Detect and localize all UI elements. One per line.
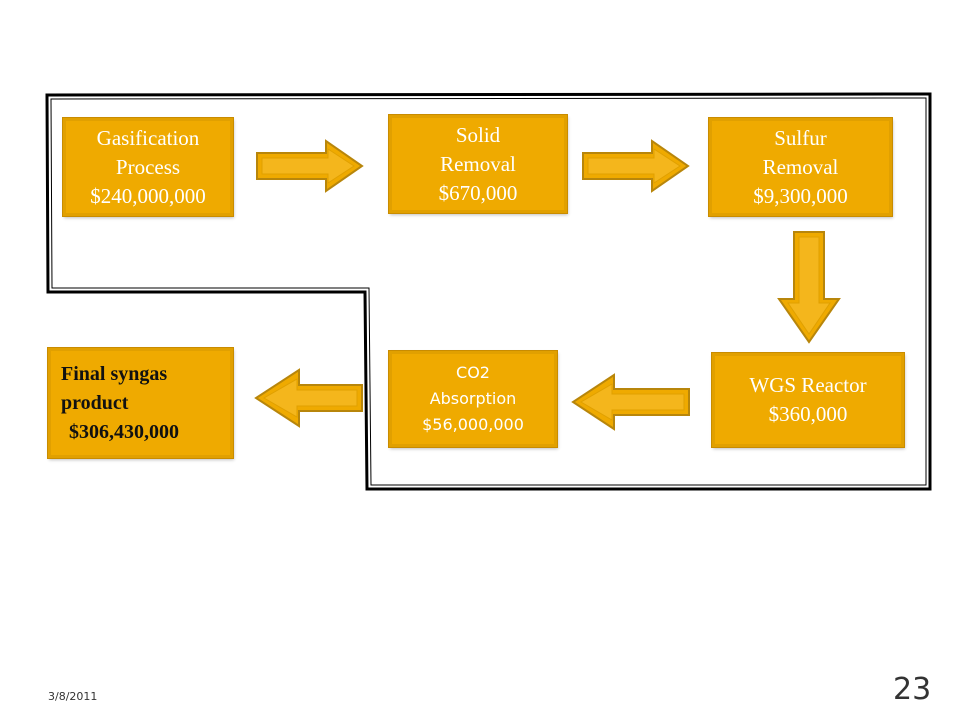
gasification-process-box: Gasification Process $240,000,000 [63,118,233,216]
sulfur-removal-box: Sulfur Removal $9,300,000 [709,118,892,216]
wgs-reactor-box: WGS Reactor $360,000 [712,353,904,447]
final-syngas-product-box: Final syngas product $306,430,000 [48,348,233,458]
sulfur-removal-cost: $9,300,000 [753,183,848,208]
arrow-gasification-to-solid-removal [256,139,364,193]
final-product-label-2: product [61,391,129,414]
co2-absorption-label-1: CO2 [456,363,490,382]
wgs-reactor-label: WGS Reactor [749,373,867,397]
solid-removal-label-1: Solid [455,122,501,147]
solid-removal-label-2: Removal [440,151,516,176]
arrow-co2-absorption-to-final-product [254,368,363,428]
slide-page-number: 23 [893,672,932,707]
co2-absorption-cost: $56,000,000 [422,415,524,434]
arrow-solid-removal-to-sulfur-removal [582,139,690,193]
sulfur-removal-label-2: Removal [762,154,839,179]
slide-date: 3/8/2011 [48,690,98,703]
sulfur-removal-label-1: Sulfur [774,125,827,150]
solid-removal-cost: $670,000 [438,180,518,205]
wgs-reactor-cost: $360,000 [768,402,848,426]
gasification-cost: $240,000,000 [90,183,206,208]
gasification-label-1: Gasification [96,125,200,150]
solid-removal-box: Solid Removal $670,000 [389,115,567,213]
co2-absorption-label-2: Absorption [429,389,517,408]
final-product-label-1: Final syngas [61,362,168,385]
arrow-sulfur-removal-to-wgs-reactor [777,231,841,344]
final-product-total: $306,430,000 [69,420,179,443]
gasification-label-2: Process [115,154,181,179]
co2-absorption-box: CO2 Absorption $56,000,000 [389,351,557,447]
arrow-wgs-reactor-to-co2-absorption [571,373,690,431]
